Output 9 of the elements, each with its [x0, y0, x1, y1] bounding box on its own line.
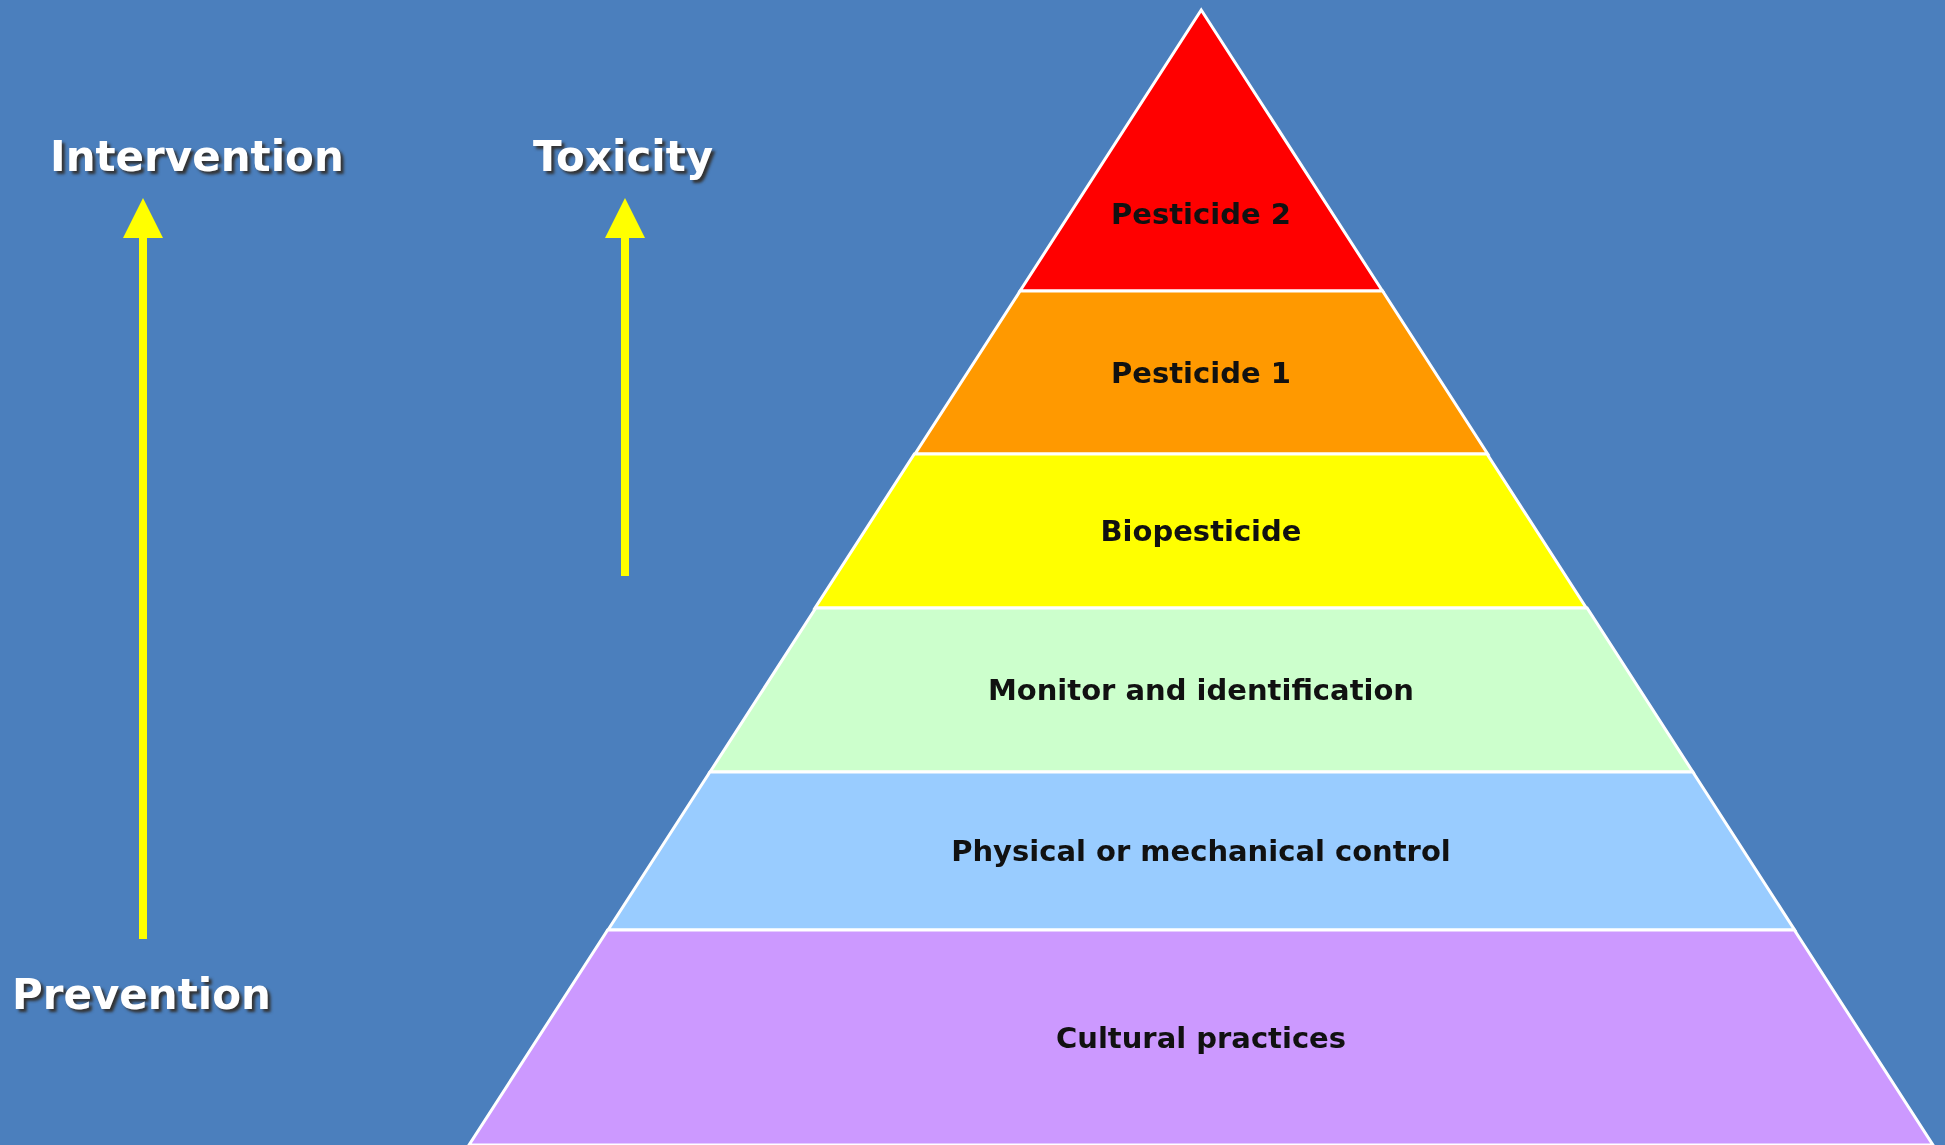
- layer-label: Pesticide 1: [1110, 355, 1292, 390]
- layer-label: Cultural practices: [1055, 1020, 1347, 1055]
- layer-label: Biopesticide: [1099, 514, 1303, 548]
- axis-label: Toxicity: [533, 132, 714, 181]
- layer-label: Physical or mechanical control: [950, 834, 1452, 868]
- layer-label: Monitor and identification: [986, 673, 1415, 707]
- axis-label: Prevention: [12, 970, 271, 1019]
- layer-label: Pesticide 2: [1110, 196, 1292, 231]
- axis-label: Intervention: [50, 132, 344, 181]
